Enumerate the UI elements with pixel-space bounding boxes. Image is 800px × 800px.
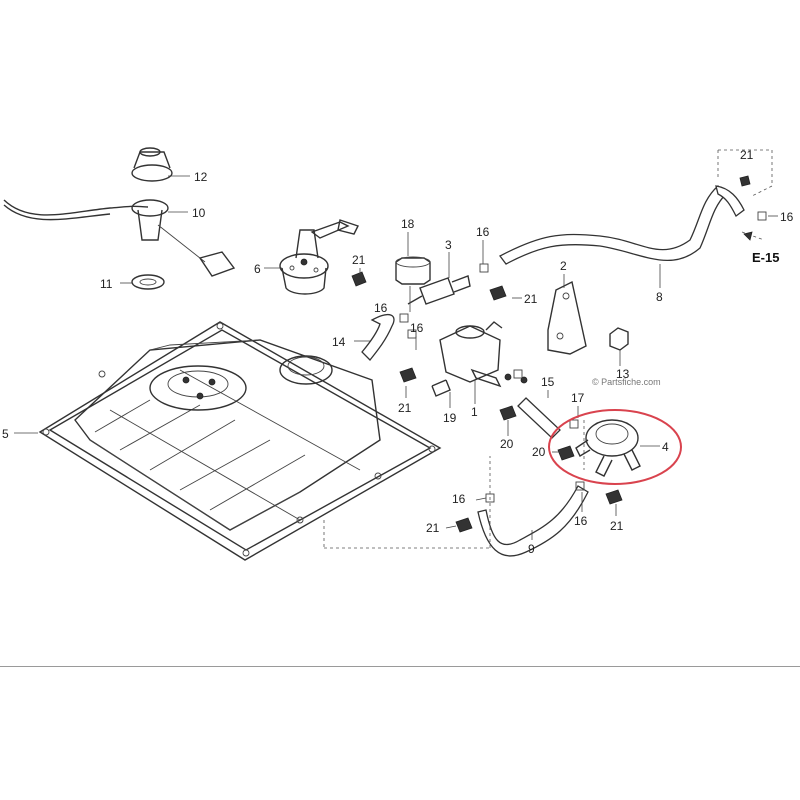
inline-filter: [407, 275, 471, 305]
callout-16-valve: 16: [574, 514, 588, 528]
highlight-ring: [548, 409, 682, 485]
fuel-cock: [431, 321, 528, 397]
clamps-and-clips: [351, 175, 767, 533]
watermark: © Partsfiche.com: [592, 377, 661, 387]
callout-20-right: 20: [532, 445, 546, 459]
callout-13: 13: [616, 367, 630, 381]
callout-15: 15: [541, 375, 555, 389]
callout-18: 18: [401, 217, 415, 231]
reference-label: E-15: [752, 250, 779, 265]
callout-14: 14: [332, 335, 346, 349]
callout-21-cock: 21: [524, 292, 538, 306]
callout-5: 5: [2, 427, 9, 441]
callout-10: 10: [192, 206, 206, 220]
vacuum-valve: [575, 419, 641, 477]
callout-16-top-right: 16: [780, 210, 794, 224]
callout-16-lower: 16: [410, 321, 424, 335]
callout-21-bottom: 21: [426, 521, 440, 535]
callout-9: 9: [528, 542, 535, 556]
divider-line: [0, 666, 800, 667]
callout-3: 3: [445, 238, 452, 252]
callout-8: 8: [656, 290, 663, 304]
callout-19: 19: [443, 411, 457, 425]
fuel-gauge-unit: [3, 147, 236, 290]
callout-1: 1: [471, 405, 478, 419]
callout-2: 2: [560, 259, 567, 273]
callout-16-mid: 16: [374, 301, 388, 315]
callout-4: 4: [662, 440, 669, 454]
callout-11: 11: [100, 277, 113, 291]
callout-16-top: 16: [476, 225, 490, 239]
callout-21-valve: 21: [610, 519, 624, 533]
fuel-tank: [38, 321, 442, 561]
callout-6: 6: [254, 262, 261, 276]
strainer-cap: [395, 256, 431, 285]
callout-17: 17: [571, 391, 585, 405]
callout-16-bottom: 16: [452, 492, 466, 506]
hoses: [361, 185, 745, 557]
callout-21-tank: 21: [398, 401, 412, 415]
fuel-pump-unit: [279, 219, 359, 295]
bracket: [547, 280, 629, 355]
callout-12: 12: [194, 170, 208, 184]
callout-21-top-right: 21: [740, 148, 754, 162]
callout-labels: 12 10 11 6 5 18 3 16 21 16 16 14 21 19 1…: [2, 148, 794, 556]
callout-21-left: 21: [352, 253, 366, 267]
leader-lines: [14, 149, 778, 549]
callout-20-left: 20: [500, 437, 514, 451]
